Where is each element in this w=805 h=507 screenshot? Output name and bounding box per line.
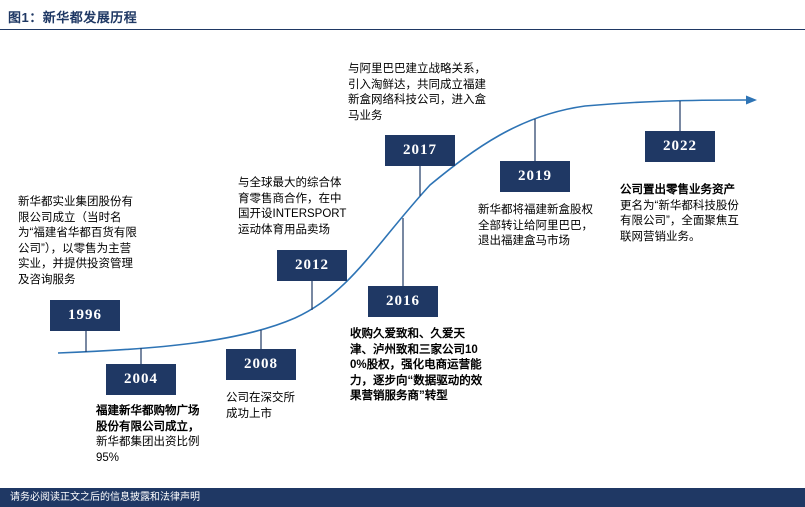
year-box-2017: 2017 [385, 135, 455, 166]
title-divider [0, 29, 805, 30]
milestone-desc-2022: 公司置出零售业务资产更名为“新华都科技股份有限公司”，全面聚焦互联网营销业务。 [620, 183, 744, 245]
milestone-desc-1996: 新华都实业集团股份有限公司成立（当时名为“福建省华都百货有限公司”），以零售为主… [18, 196, 137, 286]
timeline-arrowhead [746, 95, 757, 105]
milestone-desc-2019: 新华都将福建新盒股权全部转让给阿里巴巴，退出福建盒马市场 [478, 204, 593, 247]
milestone-desc-2004-rest: 新华都集团出资比例95% [96, 436, 200, 464]
year-box-2008: 2008 [226, 349, 296, 380]
milestone-desc-2022-rest: 更名为“新华都科技股份有限公司”，全面聚焦互联网营销业务。 [620, 199, 739, 243]
milestone-desc-2012: 与全球最大的综合体育零售商合作，在中国开设INTERSPORT运动体育用品卖场 [238, 177, 347, 236]
year-box-2004: 2004 [106, 364, 176, 395]
disclaimer-bar: 请务必阅读正文之后的信息披露和法律声明 [0, 488, 805, 507]
milestone-desc-2022-bold: 公司置出零售业务资产 [620, 184, 735, 196]
year-box-1996: 1996 [50, 300, 120, 331]
milestone-desc-2017: 与阿里巴巴建立战略关系，引入淘鲜达，共同成立福建新盒网络科技公司，进入盒马业务 [348, 63, 486, 122]
timeline-curve [57, 99, 747, 354]
year-box-2019: 2019 [500, 161, 570, 192]
disclaimer-text: 请务必阅读正文之后的信息披露和法律声明 [10, 492, 200, 503]
milestone-desc-2004-bold: 福建新华都购物广场股份有限公司成立， [96, 405, 200, 433]
figure-title: 图1：新华都发展历程 [8, 10, 138, 25]
year-box-2016: 2016 [368, 286, 438, 317]
year-box-2022: 2022 [645, 131, 715, 162]
milestone-desc-2016: 收购久爱致和、久爱天津、泸州致和三家公司100%股权，强化电商运营能力，逐步向“… [350, 328, 483, 402]
milestone-desc-2004: 福建新华都购物广场股份有限公司成立， 新华都集团出资比例95% [96, 404, 204, 466]
milestone-desc-2008: 公司在深交所成功上市 [226, 392, 295, 420]
year-box-2012: 2012 [277, 250, 347, 281]
